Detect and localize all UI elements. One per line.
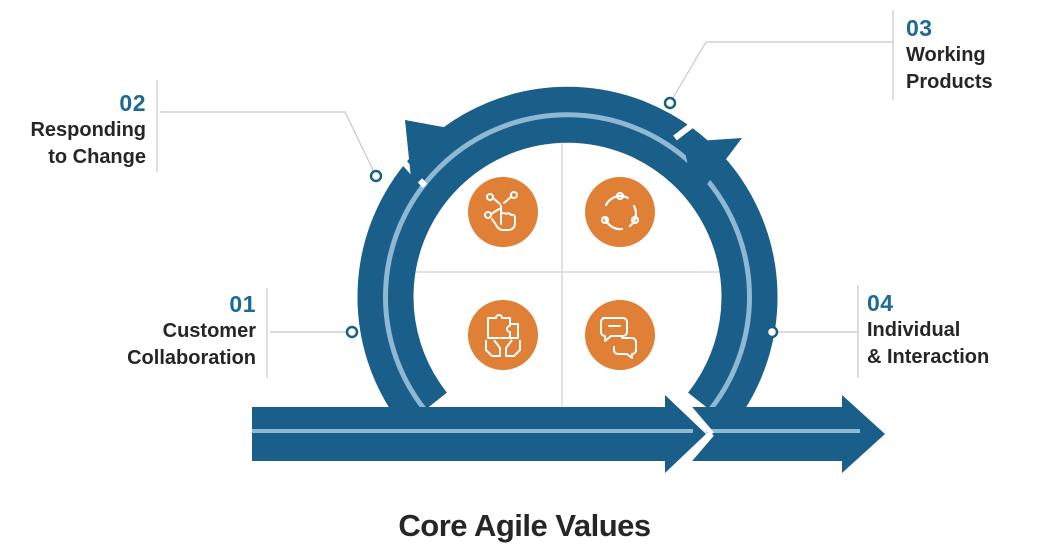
value-line2-01: Collaboration	[127, 347, 256, 369]
value-line1-04: Individual	[867, 319, 961, 341]
leader-dot-03	[663, 96, 677, 110]
leader-dot-02	[369, 169, 383, 183]
base-arrow-left	[252, 395, 706, 473]
chat-bubbles-icon	[585, 300, 655, 370]
value-label-04: 04 Individual & Interaction	[867, 289, 1045, 371]
value-number-02: 02	[119, 90, 146, 116]
cycle-icon	[585, 177, 655, 247]
puzzle-hands-icon	[468, 300, 538, 370]
value-label-01: 01 Customer Collaboration	[60, 290, 256, 372]
value-line1-01: Customer	[162, 320, 256, 342]
leader-line-02	[160, 111, 377, 177]
value-line2-04: & Interaction	[867, 346, 990, 368]
value-line2-03: Products	[906, 71, 993, 93]
diagram-title: Core Agile Values	[398, 508, 651, 543]
ring-arrowhead-left	[405, 120, 470, 188]
value-number-04: 04	[867, 290, 894, 316]
leader-dots	[345, 96, 779, 339]
value-label-03: 03 Working Products	[906, 14, 1046, 96]
leader-line-03	[669, 41, 893, 104]
ring-arrowhead-right	[683, 138, 742, 200]
base-arrow-right	[690, 395, 885, 473]
value-line2-02: to Change	[48, 146, 146, 168]
cycle-ring-highlight	[383, 112, 752, 412]
value-line1-03: Working	[906, 44, 986, 66]
leader-dot-01	[345, 325, 359, 339]
value-number-01: 01	[229, 291, 256, 317]
hand-network-icon	[468, 177, 538, 247]
leader-lines	[156, 10, 894, 378]
value-number-03: 03	[906, 15, 933, 41]
value-label-02: 02 Responding to Change	[0, 89, 146, 171]
leader-dot-04	[765, 325, 779, 339]
value-line1-02: Responding	[30, 119, 146, 141]
